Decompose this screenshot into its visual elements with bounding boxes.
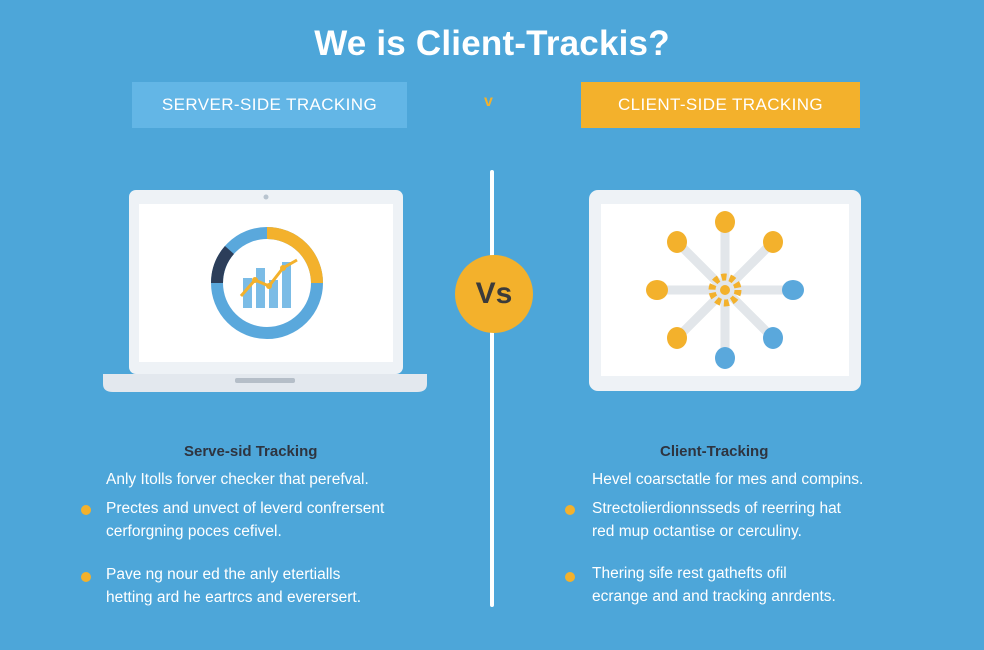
vs-badge: Vs xyxy=(455,255,533,333)
gear-network-icon xyxy=(646,211,804,369)
server-side-tag: SERVER-SIDE TRACKING xyxy=(132,82,407,128)
right-bullet-2-line-1: Thering sife rest gathefts ofil xyxy=(592,565,787,582)
right-bullet-1-line-2: red mup octantise or cerculiny. xyxy=(592,523,802,540)
client-side-tag: CLIENT-SIDE TRACKING xyxy=(581,82,860,128)
right-bullet-1-line-1: Strectolierdionnsseds of reerring hat xyxy=(592,500,841,517)
chevron-down-icon: v xyxy=(484,93,493,110)
right-heading: Client-Tracking xyxy=(660,443,769,460)
bullet-dot xyxy=(81,505,91,515)
left-bullet-1-line-1: Prectes and unvect of leverd confrersent xyxy=(106,500,385,517)
left-bullet-2-line-2: hetting ard he eartrcs and everersert. xyxy=(106,589,362,606)
bullet-dot xyxy=(565,572,575,582)
left-intro: Anly Itolls forver checker that perefval… xyxy=(106,471,369,488)
bullet-dot xyxy=(81,572,91,582)
right-intro: Hevel coarsctatle for mes and compins. xyxy=(592,471,864,488)
left-bullet-1-line-2: cerforgning poces cefivel. xyxy=(106,523,282,540)
page-title: We is Client-Trackis? xyxy=(314,24,670,63)
analytics-chart-icon xyxy=(211,227,323,339)
laptop-network-illustration xyxy=(589,190,861,391)
left-bullet-2-line-1: Pave ng nour ed the anly etertialls xyxy=(106,566,341,583)
left-heading: Serve-sid Tracking xyxy=(184,443,318,460)
bullet-dot xyxy=(565,505,575,515)
laptop-analytics-illustration xyxy=(103,190,427,392)
right-bullet-2-line-2: ecrange and and tracking anrdents. xyxy=(592,588,836,605)
center-divider xyxy=(490,170,494,607)
